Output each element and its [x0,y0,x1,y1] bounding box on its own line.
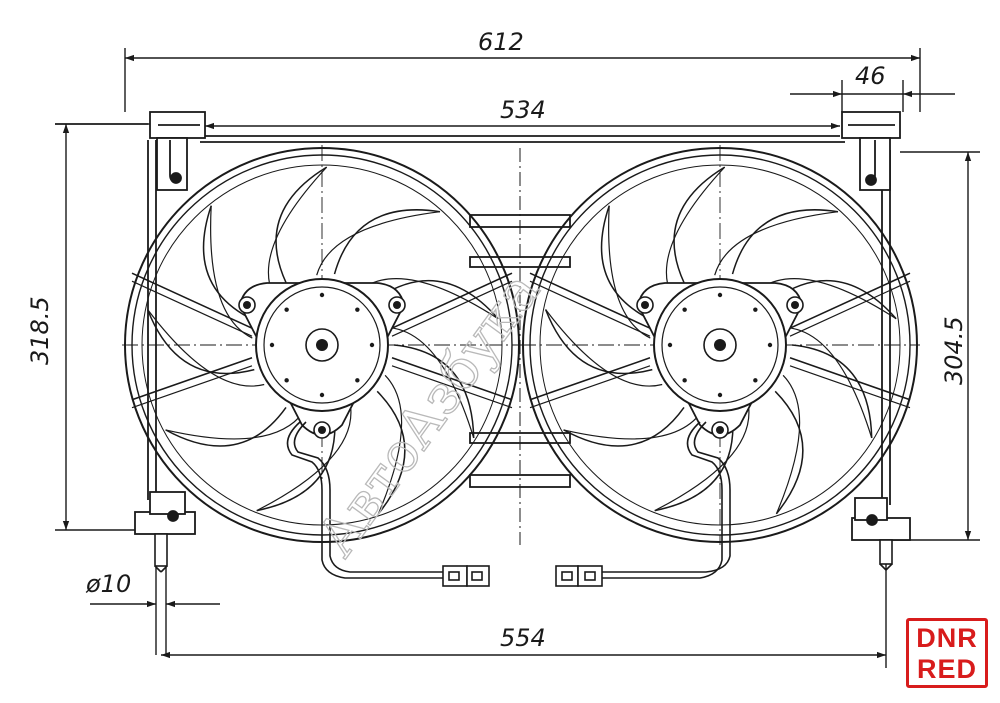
fan-blade-edge [654,408,750,512]
fan-blade [146,309,255,375]
housing-rivet [753,378,758,383]
fan-left [122,145,522,545]
fan-blade-edge [389,327,475,439]
support-strut [131,272,253,329]
wiring-harness [286,421,731,579]
fan-blade-edge [316,211,441,276]
mounting-brackets [134,111,911,541]
dimension-overall-width: 612 [478,28,524,56]
dimension-pin-spacing: 554 [500,624,546,652]
housing-rivet [369,342,375,348]
support-strut [391,280,513,337]
dimension-lug-offset: 46 [855,62,886,90]
support-strut [529,365,651,409]
housing-rivet [319,392,325,398]
support-strut [529,272,651,329]
fan-blade [275,166,328,283]
fan-blade [544,309,653,375]
housing-rivet [682,307,687,312]
dimension-left-height: 318.5 [26,296,54,365]
support-strut [789,272,911,329]
dimension-mount-spacing: 534 [500,96,546,124]
housing-rivet [319,292,325,298]
fan-right [520,145,920,545]
housing-rivet [284,307,289,312]
badge-line-2: RED [916,654,977,684]
housing-rivet [717,292,723,298]
dnr-red-badge: DNR RED [906,618,988,688]
connector-right [555,565,603,587]
motor-hub [703,328,737,362]
fan-blade-edge [787,327,873,439]
fan-blade [731,209,839,275]
fan-blade-edge [563,412,702,440]
fan-blade [376,390,406,515]
fan-blade [774,390,804,515]
fan-blade [165,406,287,447]
fan-blade-edge [714,211,839,276]
support-strut [391,365,513,409]
fan-blade [673,166,726,283]
mount-bolt-head [641,301,649,309]
housing-rivet [269,342,275,348]
support-strut [391,272,513,329]
mount-bolt-head [791,301,799,309]
mount-bolt-head [393,301,401,309]
housing-rivet [682,378,687,383]
fan-blade [654,415,734,512]
fan-blade [202,205,255,322]
motor-housing-inner [263,286,381,404]
dimension-pin-diameter: ø10 [85,570,131,598]
housing-rivet [717,392,723,398]
mount-bolt-head [243,301,251,309]
fan-blade-edge [377,374,403,515]
fan-blade [600,205,653,322]
fan-blade [333,209,441,275]
motor-shaft [316,339,328,351]
support-strut [789,357,911,401]
support-strut [529,280,651,337]
fan-blade [393,344,475,439]
housing-rivet [284,378,289,383]
dimension-right-height: 304.5 [940,316,968,385]
support-strut [789,365,911,409]
shroud-frame [147,135,891,545]
housing-rivet [767,342,773,348]
housing-rivet [753,307,758,312]
fan-blade-edge [775,374,801,515]
connector-left [442,565,490,587]
dimension-lines [55,48,980,668]
badge-line-1: DNR [916,623,978,653]
fan-blade-edge [165,412,304,440]
housing-rivet [355,307,360,312]
support-strut [391,357,513,401]
motor-housing-inner [661,286,779,404]
housing-rivet [355,378,360,383]
mount-bolt-head [318,426,326,434]
fan-blade-edge [256,408,352,512]
fan-blade [256,415,336,512]
support-strut [789,280,911,337]
mount-bolt-head [716,426,724,434]
fan-blade [563,406,685,447]
housing-rivet [667,342,673,348]
fan-blade [791,344,873,439]
support-strut [131,280,253,337]
support-strut [529,357,651,401]
locating-pins [154,533,893,573]
support-strut [131,365,253,409]
support-strut [131,357,253,401]
motor-hub [305,328,339,362]
motor-shaft [714,339,726,351]
